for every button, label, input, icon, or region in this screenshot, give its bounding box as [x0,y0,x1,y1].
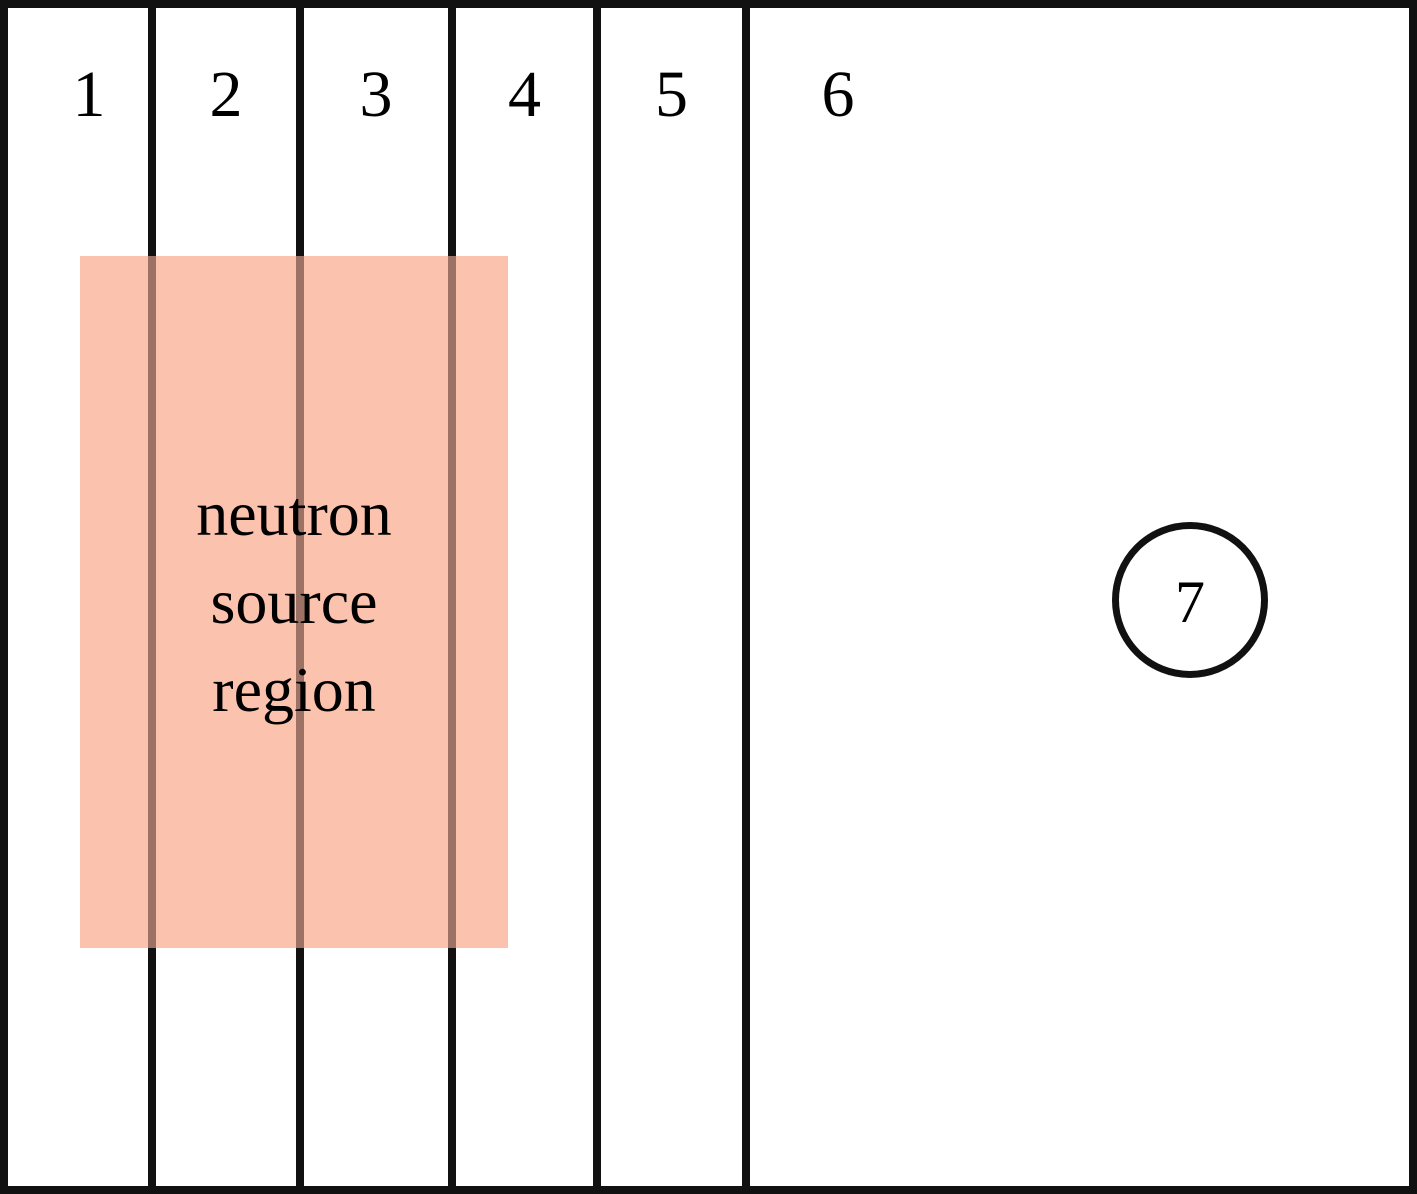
neutron-source-region-caption: neutron source region [80,470,508,734]
divider-layer-5-6 [742,0,750,1194]
layer-number-4: 4 [508,58,541,131]
callout-label: 7 [1175,569,1205,635]
divider-layer-4-5 [593,0,601,1194]
divider-tint-1-2 [148,256,156,948]
caption-line-3: region [212,654,376,725]
callout-circle-7: 7 [1112,522,1268,678]
layer-number-3: 3 [359,58,393,131]
layer-number-1: 1 [72,58,106,131]
layer-number-2: 2 [209,58,243,131]
caption-line-1: neutron [196,478,392,549]
divider-tint-3-4 [448,256,456,948]
layer-number-5: 5 [655,58,688,131]
layer-number-6: 6 [821,58,855,131]
divider-tint-2-3 [296,256,304,948]
caption-line-2: source [210,566,378,637]
